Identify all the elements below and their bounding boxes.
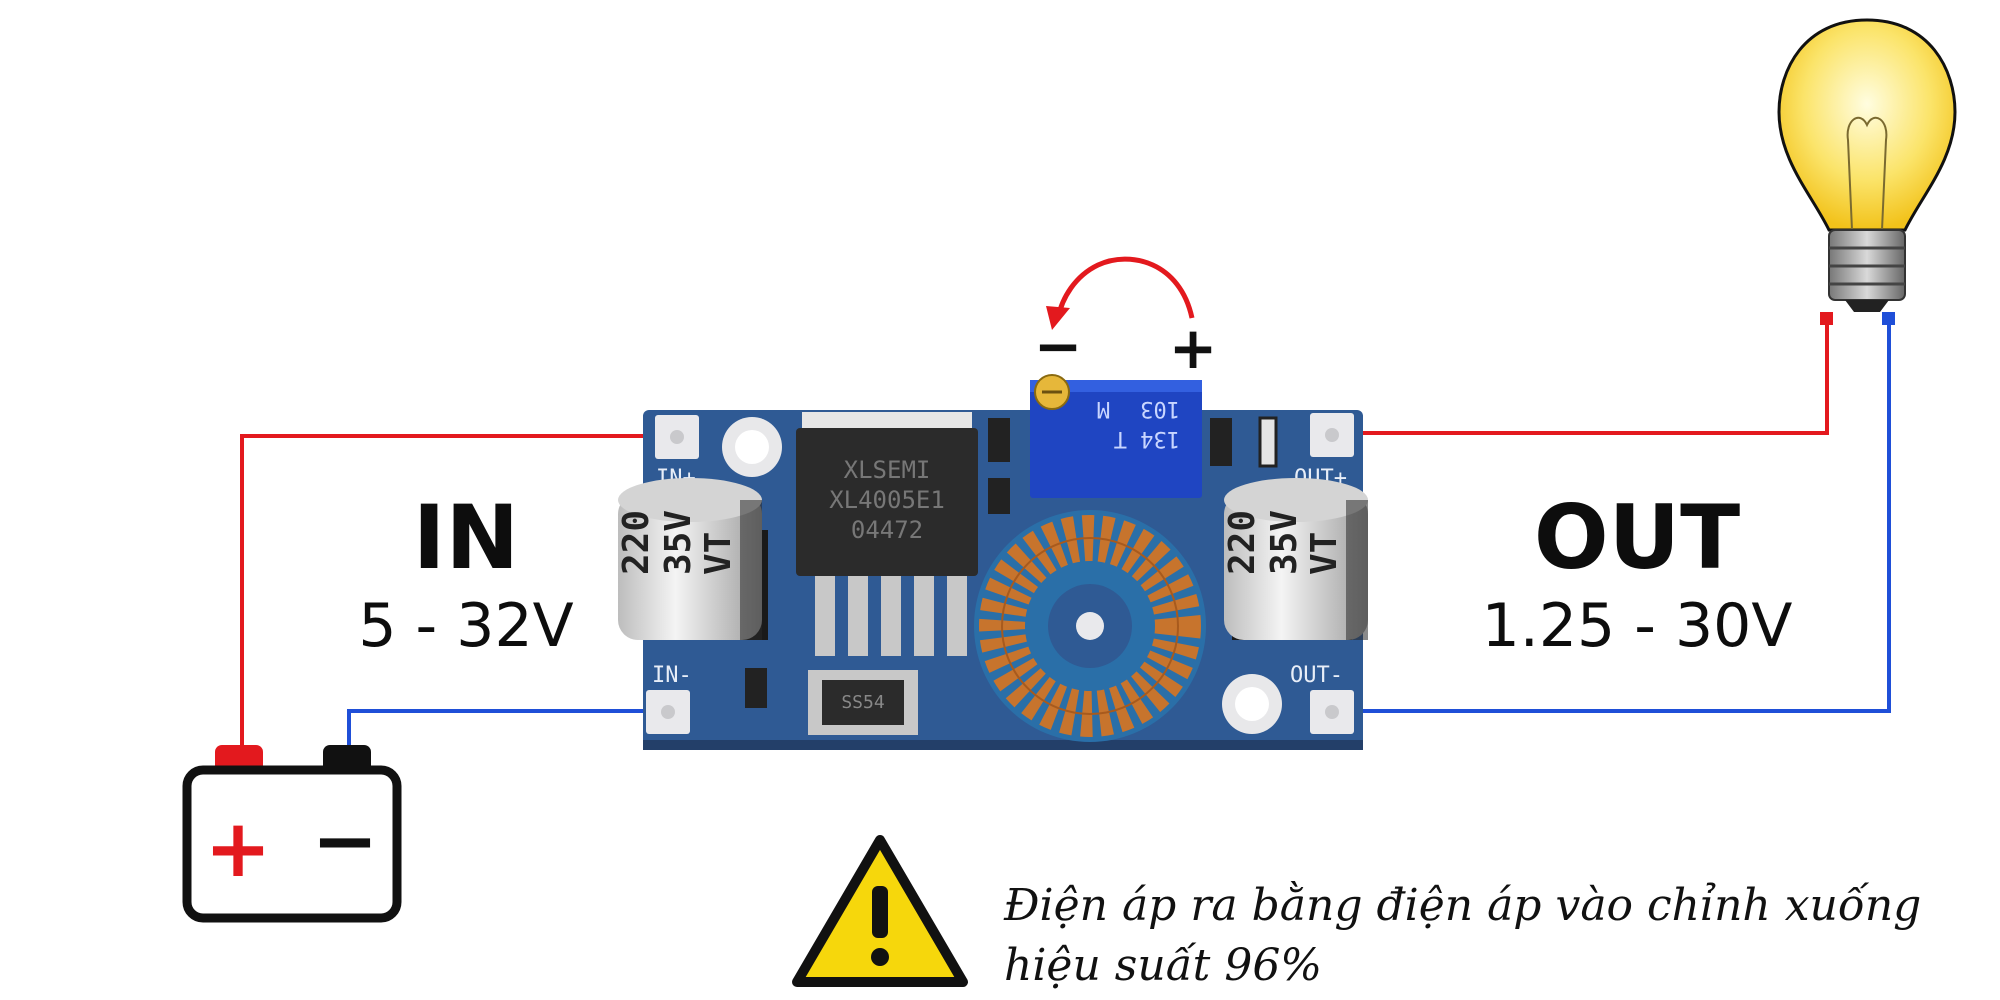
battery-plus-sign: + (204, 802, 271, 895)
warning: Điện áp ra bằng điện áp vào chỉnh xuống … (792, 835, 1921, 991)
output-voltage-range: 1.25 - 30V (1482, 591, 1793, 661)
wire-input-negative (347, 709, 668, 757)
wire-output-negative (1332, 318, 1891, 713)
smd-resistor-1 (988, 418, 1010, 462)
adjustment-indicator: − + (1034, 256, 1218, 382)
capacitor-right: 220 35V VT (1222, 478, 1368, 640)
smd-resistor-2 (988, 478, 1010, 514)
trimmer-potentiometer: 103 134 T M (1030, 374, 1202, 498)
svg-text:VT: VT (698, 532, 739, 575)
svg-text:220: 220 (1222, 510, 1263, 575)
wire-input-positive (240, 434, 677, 757)
smd-resistor-3 (1210, 418, 1232, 466)
light-bulb (1777, 18, 1957, 312)
warning-text-line-1: Điện áp ra bằng điện áp vào chỉnh xuống (1003, 880, 1921, 931)
svg-text:XL4005E1: XL4005E1 (829, 486, 945, 514)
silk-out-minus: OUT- (1290, 663, 1343, 688)
svg-text:VT: VT (1304, 532, 1345, 575)
buck-converter-board: IN+ IN- OUT+ OUT- 220 35V VT 220 35V VT (616, 374, 1368, 750)
bulb-terminal-negative (1882, 312, 1895, 325)
svg-text:35V: 35V (658, 510, 699, 575)
svg-text:XLSEMI: XLSEMI (844, 456, 931, 484)
svg-text:220: 220 (616, 510, 657, 575)
battery: + − (182, 745, 402, 923)
svg-text:103: 103 (1140, 396, 1180, 421)
battery-body (182, 765, 402, 923)
toroidal-inductor (974, 510, 1206, 742)
smd-led (1258, 416, 1278, 468)
adjust-arrow-arc (1055, 256, 1195, 319)
adjust-arrow-head (1046, 306, 1070, 330)
warning-exclamation-dot (871, 948, 889, 966)
svg-text:M: M (1097, 396, 1110, 421)
adjust-minus-sign: − (1034, 312, 1083, 380)
svg-text:SS54: SS54 (841, 692, 884, 713)
svg-text:35V: 35V (1264, 510, 1305, 575)
adjust-plus-sign: + (1169, 314, 1218, 382)
input-title: IN (413, 486, 519, 589)
schottky-diode: SS54 (808, 670, 918, 735)
svg-text:134 T: 134 T (1114, 426, 1180, 451)
battery-minus-sign: − (311, 794, 378, 887)
bulb-filament (1846, 116, 1888, 231)
svg-text:04472: 04472 (851, 516, 923, 544)
output-title: OUT (1534, 486, 1740, 589)
regulator-ic: XLSEMI XL4005E1 04472 (796, 412, 978, 656)
silk-in-minus: IN- (652, 663, 692, 688)
warning-exclamation-bar (872, 886, 888, 938)
wire-output-positive (1330, 318, 1829, 435)
wires (240, 312, 1895, 757)
smd-capacitor (745, 668, 767, 708)
capacitor-left: 220 35V VT (616, 478, 768, 640)
bulb-terminal-positive (1820, 312, 1833, 325)
warning-text-line-2: hiệu suất 96% (1004, 940, 1322, 991)
pcb-edge-shade (643, 740, 1363, 750)
input-voltage-range: 5 - 32V (358, 591, 573, 661)
